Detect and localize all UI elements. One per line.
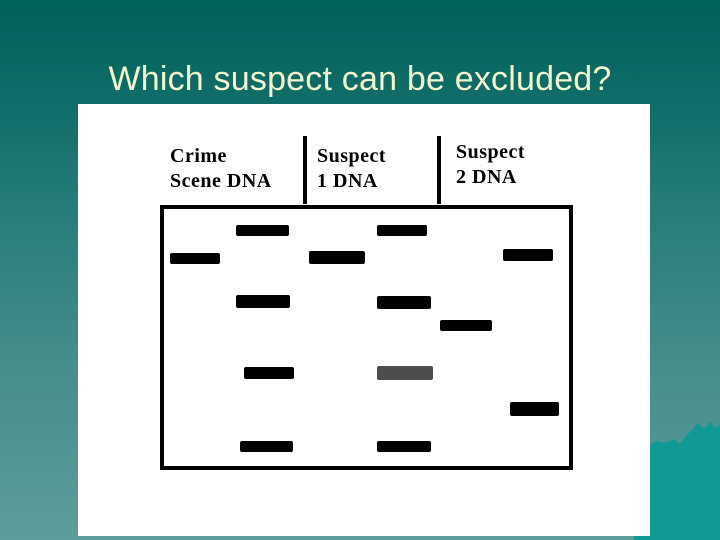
- header-divider-1: [303, 136, 307, 204]
- page-title: Which suspect can be excluded?: [108, 59, 612, 98]
- dna-band: [309, 251, 365, 264]
- dna-band: [170, 253, 220, 264]
- dna-band: [240, 441, 293, 452]
- column-header-suspect-2-dna: Suspect 2 DNA: [456, 141, 526, 188]
- dna-band: [377, 296, 431, 309]
- dna-band: [510, 402, 559, 416]
- dna-band: [377, 366, 433, 380]
- dna-gel-figure: Crime Scene DNA Suspect 1 DNA Suspect 2 …: [78, 104, 650, 536]
- dna-band: [236, 225, 289, 236]
- column-header-crime-scene-dna: Crime Scene DNA: [170, 145, 272, 192]
- dna-band: [503, 249, 553, 261]
- gel-box: [160, 205, 573, 470]
- dna-band: [236, 295, 290, 308]
- dna-band: [377, 225, 427, 236]
- dna-band: [244, 367, 294, 379]
- content-panel: Crime Scene DNA Suspect 1 DNA Suspect 2 …: [78, 104, 650, 536]
- dna-band: [377, 441, 431, 452]
- dna-band: [440, 320, 492, 331]
- header-divider-2: [437, 136, 441, 204]
- column-header-suspect-1-dna: Suspect 1 DNA: [317, 145, 387, 192]
